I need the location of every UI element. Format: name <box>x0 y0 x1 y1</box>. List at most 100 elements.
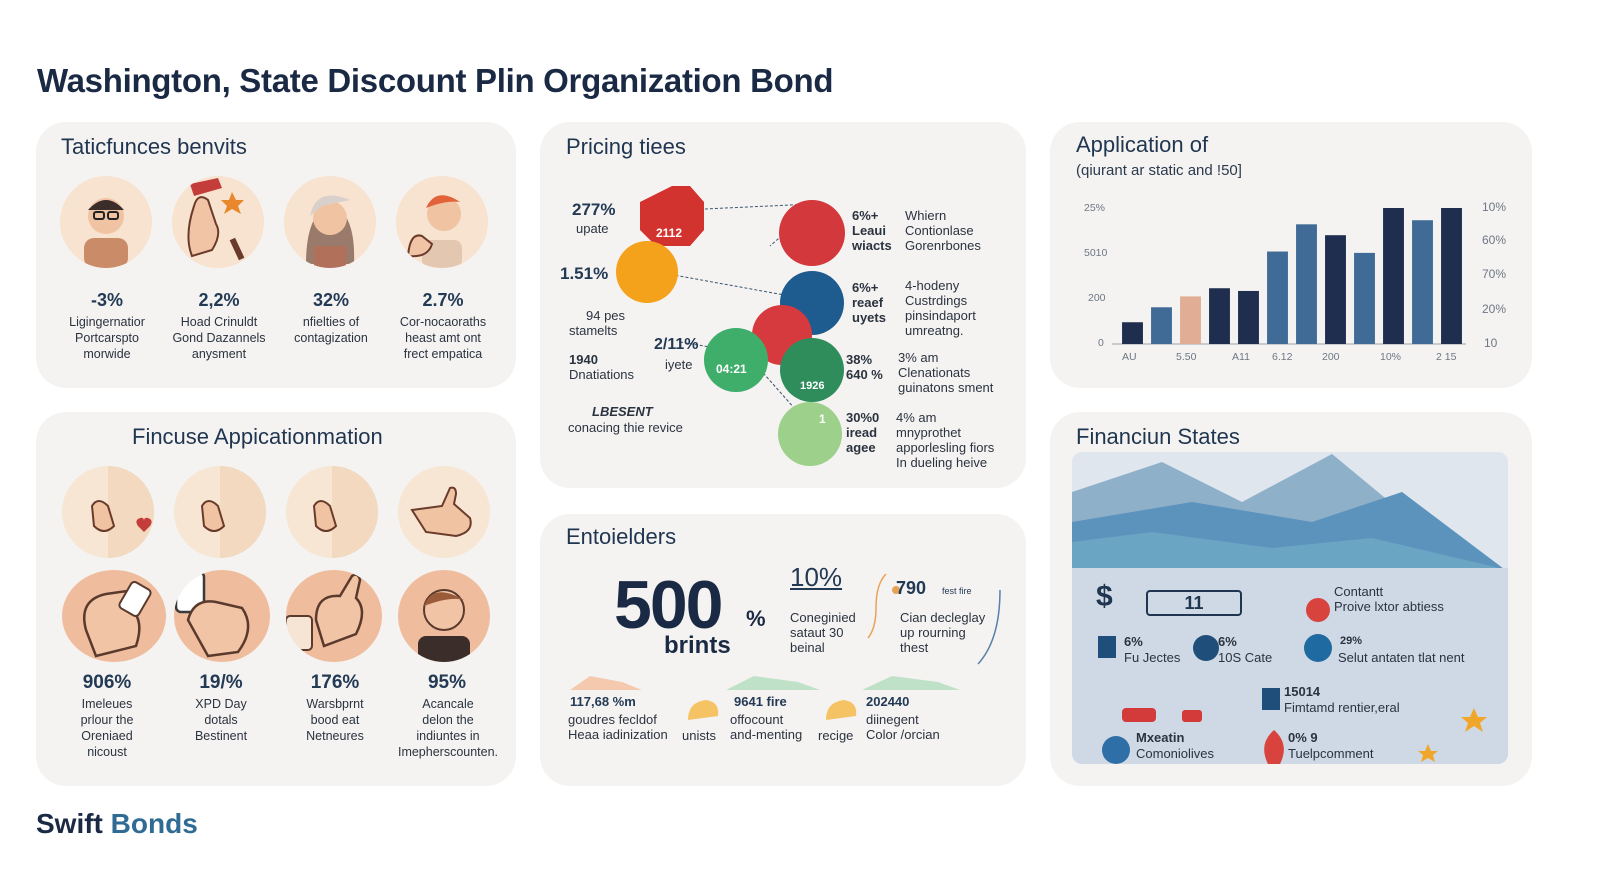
bar-1 <box>1122 322 1143 344</box>
finapp-pct-4: 95% <box>427 672 467 693</box>
application-chart-panel: Application of (qiurant ar static and !5… <box>1050 122 1532 388</box>
chart-title: Application of <box>1076 132 1209 157</box>
x-tick-4: 6.12 <box>1272 351 1293 363</box>
fin-states-lower <box>1072 568 1508 764</box>
bubble-label-2: 04:21 <box>716 362 747 376</box>
right-tick-1: 10% <box>1482 200 1507 214</box>
fs-item-4-value: 15014 <box>1284 684 1321 699</box>
pricing-right-3a: 38% 640 % <box>846 352 883 382</box>
x-tick-3: A11 <box>1232 351 1250 363</box>
benefits-title: Taticfunces benvits <box>61 134 247 159</box>
ent-stat1-desc: Coneginied sataut 30 beinal <box>790 610 856 655</box>
pricing-right-1a: 6%+ Leaui wiacts <box>852 208 892 253</box>
fs-item-6-label: Tuelpcomment <box>1288 746 1374 761</box>
fs-item-3-label: Selut antaten tlat nent <box>1338 650 1465 665</box>
fs-item-6-value: 0% 9 <box>1288 730 1318 745</box>
x-tick-7: 2 15 <box>1436 351 1457 363</box>
x-tick-6: 10% <box>1380 351 1402 363</box>
bubble-label-1: 2112 <box>656 226 683 240</box>
pricing-right-2a: 6%+ reaef uyets <box>852 280 886 325</box>
finapp-desc-4: Acancale delon the indiuntes in Imephers… <box>397 697 499 759</box>
bar-9 <box>1354 252 1375 344</box>
bar-10 <box>1383 208 1404 344</box>
pricing-left-1-label: upate <box>576 221 609 236</box>
bar-11 <box>1412 220 1433 344</box>
benefit-pct-4: 2.7% <box>422 290 464 310</box>
benefit-desc-3: nfielties of contagization <box>294 315 368 345</box>
fs-item-2-label: 10S Cate <box>1218 650 1273 665</box>
left-tick-3: 200 <box>1088 292 1106 304</box>
open-hand-icon <box>398 466 490 558</box>
ent-big-caption: brints <box>664 632 731 659</box>
pricing-left-6-value: LBESENT <box>592 404 653 419</box>
fs-item-5-label: Comoniolives <box>1136 746 1215 761</box>
ent-stat1-value: 10% <box>790 562 843 592</box>
x-tick-5: 200 <box>1322 351 1340 363</box>
brand-part-1: Swift <box>36 808 103 839</box>
orange-bubble <box>616 241 678 303</box>
woman-avatar-icon <box>284 176 376 268</box>
bar-6 <box>1267 251 1288 344</box>
benefit-pct-2: 2,2% <box>198 290 240 310</box>
pricing-left-5-value: 2/11% <box>654 336 699 353</box>
ent-bottom-3-value: 9641 fire <box>734 694 787 709</box>
pricing-left-3-label: stamelts <box>569 323 618 338</box>
man-glasses-avatar-icon <box>60 176 152 268</box>
benefit-desc-4: Cor-nocaoraths heast amt ont frect empat… <box>399 315 487 361</box>
fin-states-illustration: $ 11 Contantt Proive lxtor abtiess 6% Fu… <box>1072 452 1508 764</box>
bar-3 <box>1180 296 1201 344</box>
entoielders-panel: Entoielders 500 % brints 10% Coneginied … <box>540 514 1026 786</box>
right-tick-3: 70% <box>1482 267 1507 281</box>
right-tick-2: 60% <box>1482 233 1507 247</box>
ent-bottom-1-value: 117,68 %m <box>570 694 636 709</box>
light-green-bubble <box>778 402 842 466</box>
ent-stat2-desc: Cian decleglay up rourning thest <box>900 610 986 655</box>
pricing-panel: Pricing tiees 2112 04:21 1926 1 277% upa… <box>540 122 1026 488</box>
pricing-left-3-value: 94 pes <box>586 308 626 323</box>
calculator-hand-icon <box>286 570 382 662</box>
pricing-right-4b: 4% am mnyprothet apporlesling fiors In d… <box>896 410 995 470</box>
ent-bottom-4-desc: recige <box>818 728 854 743</box>
ent-stat2-value: 790 <box>896 578 927 598</box>
pricing-right-3b: 3% am Clenationats guinatons sment <box>898 350 994 395</box>
hand-icon-2 <box>174 466 266 558</box>
fin-application-panel: Fincuse Appicationmation 906% 19/% 176% … <box>36 412 516 786</box>
left-tick-1: 25% <box>1084 202 1106 214</box>
fs-item-4-label: Fimtamd rentier,eral <box>1284 700 1400 715</box>
hand-icon-3 <box>286 466 378 558</box>
pricing-left-6-label: conacing thie revice <box>568 420 683 435</box>
fs-item-5-value: Mxeatin <box>1136 730 1185 745</box>
finapp-desc-3: Warsbprnt bood eat Netneures <box>306 697 364 743</box>
benefit-desc-2: Hoad Crinuldt Gond Dazannels anysment <box>172 315 266 361</box>
right-tick-4: 20% <box>1482 302 1507 316</box>
ent-title: Entoielders <box>566 524 677 549</box>
hand-heart-icon <box>62 466 154 558</box>
fs-item-1-value: 6% <box>1124 634 1143 649</box>
pricing-right-2b: 4-hodeny Custrdings pinsindaport umreatn… <box>905 278 976 338</box>
ent-stat2-small: fest fire <box>942 586 972 596</box>
pricing-left-4-label: Dnatiations <box>569 367 635 382</box>
bar-5 <box>1238 290 1259 344</box>
bar-chart <box>1112 208 1466 345</box>
pricing-bubble-diagram <box>616 186 845 466</box>
ent-bottom-1-desc: goudres fecldof Heaa iadinization <box>568 712 668 742</box>
finapp-pct-1: 906% <box>82 672 132 693</box>
fin-states-box: 11 <box>1146 590 1242 616</box>
bar-2 <box>1151 307 1172 344</box>
finstates-title: Financiun States <box>1076 424 1240 449</box>
bar-7 <box>1296 224 1317 344</box>
phone-hand-icon <box>62 570 166 662</box>
bubble-label-4: 1 <box>819 412 826 426</box>
pricing-left-5-label: iyete <box>665 357 693 372</box>
finapp-pct-3: 176% <box>310 672 360 693</box>
card-hand-icon <box>174 570 270 662</box>
benefit-pct-3: 32% <box>312 290 350 310</box>
ent-bottom-5-value: 202440 <box>866 694 910 709</box>
red-bubble-right <box>779 200 845 266</box>
dollar-icon: $ <box>1096 580 1113 613</box>
finapp-desc-2: XPD Day dotals Bestinent <box>194 697 248 743</box>
brand-part-2: Bonds <box>110 808 198 839</box>
red-hex-bubble <box>640 186 704 246</box>
page-title: Washington, State Discount Plin Organiza… <box>37 62 834 99</box>
fin-states-contant: Contantt Proive lxtor abtiess <box>1334 584 1444 614</box>
